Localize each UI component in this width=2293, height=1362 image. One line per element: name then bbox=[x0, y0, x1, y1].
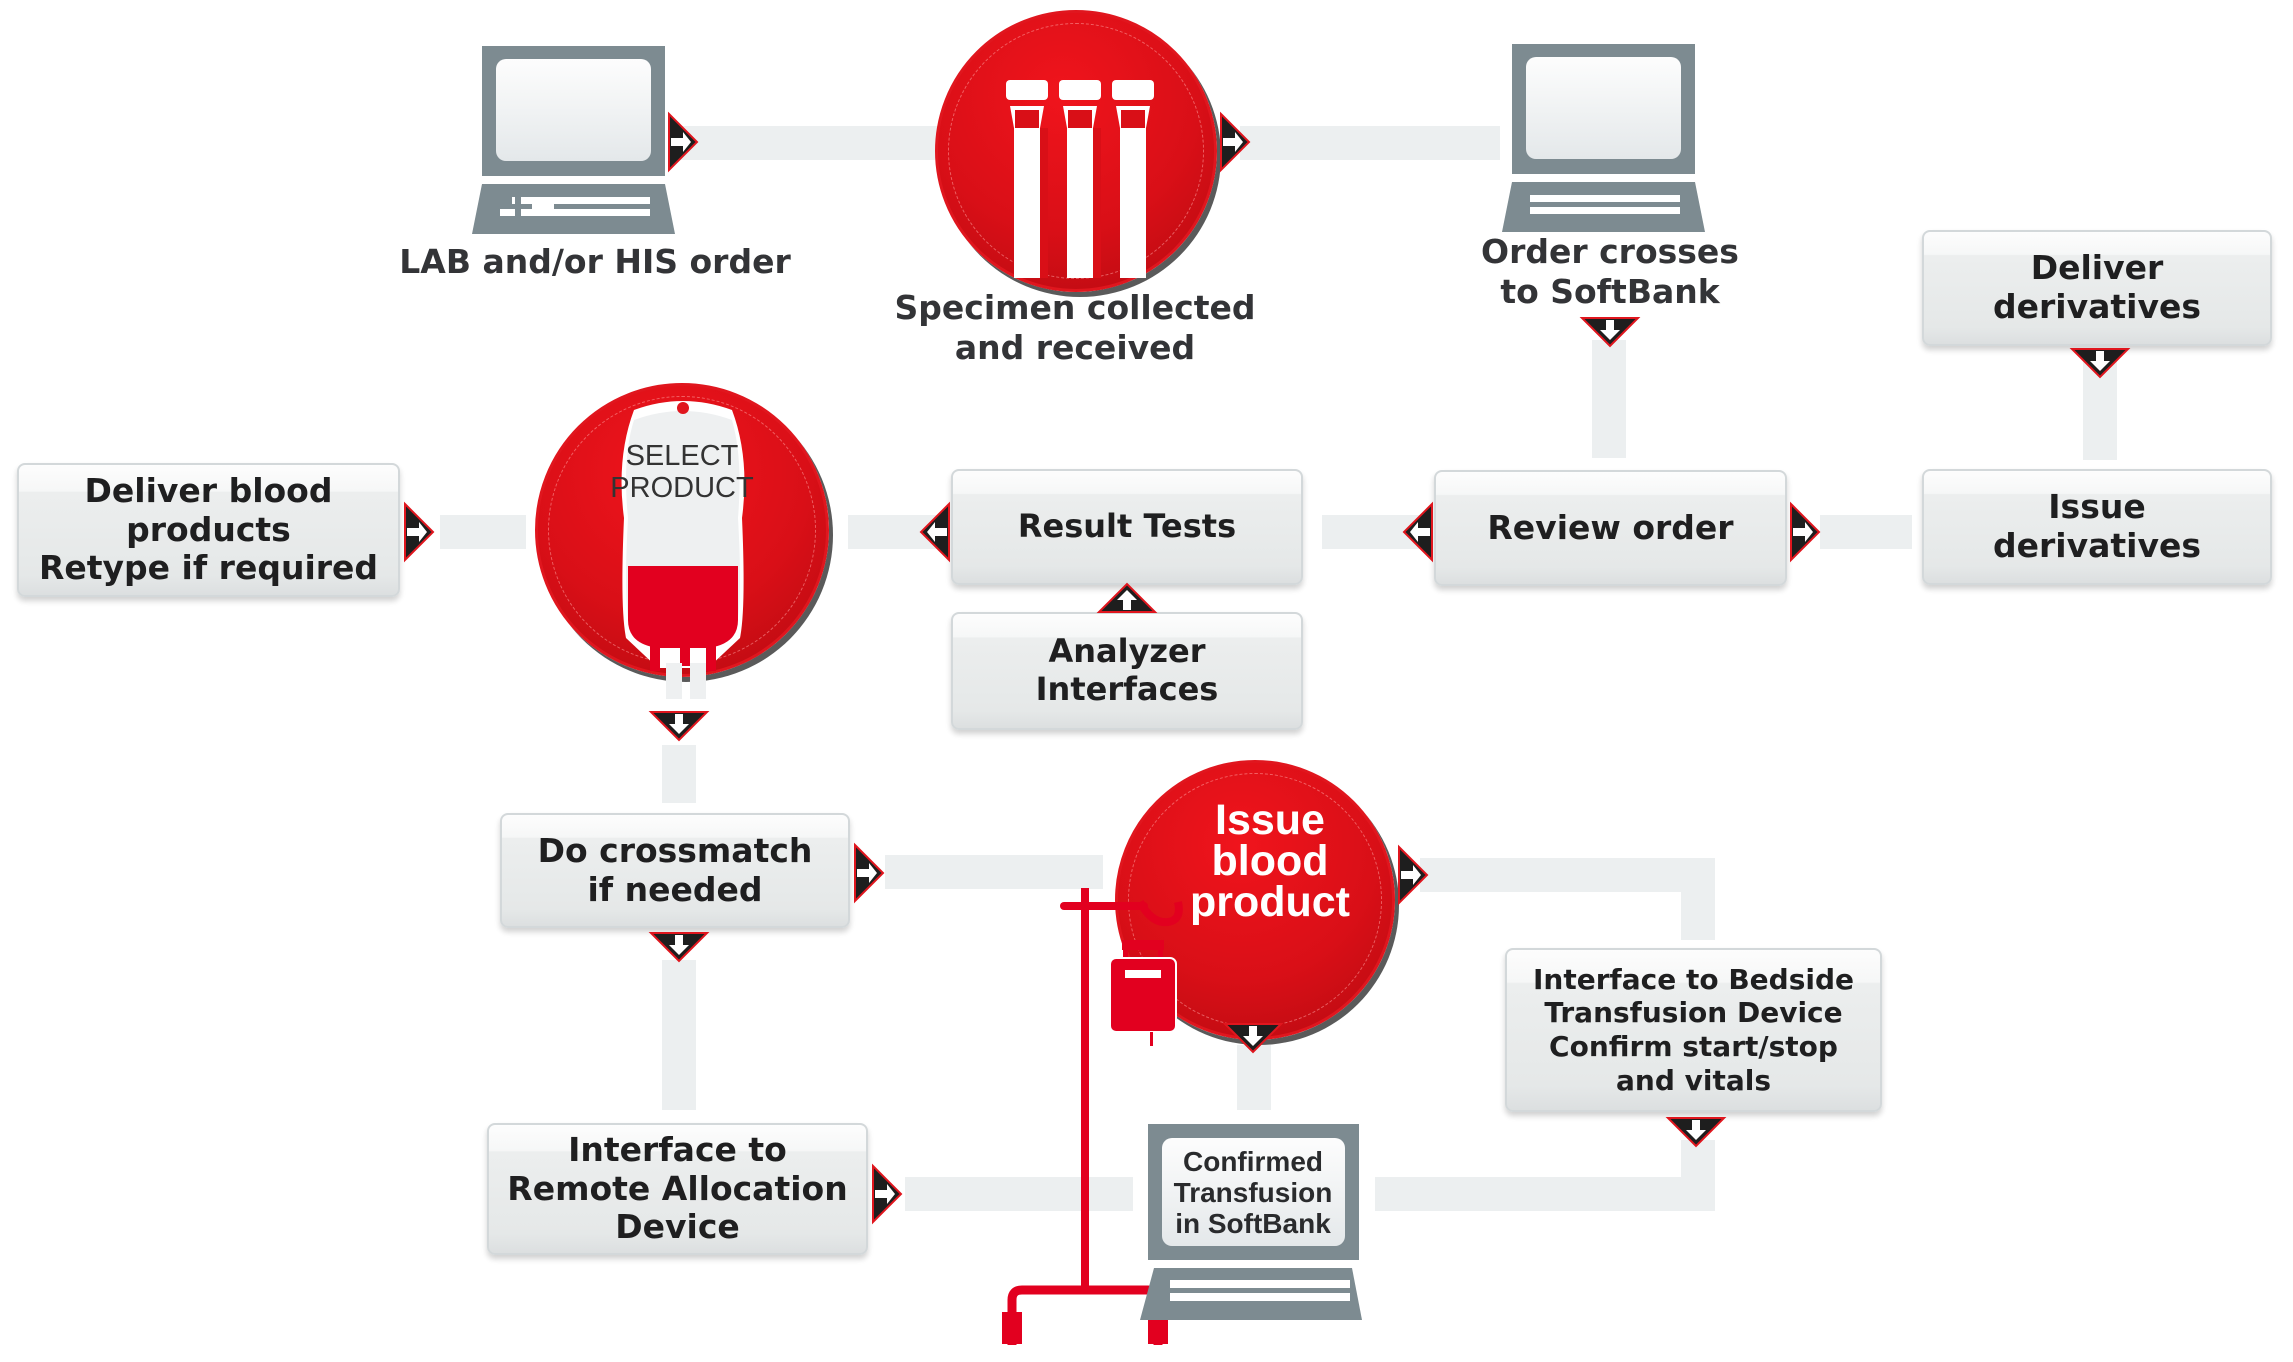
lab-order-label: LAB and/or HIS order bbox=[399, 242, 791, 281]
arrow-down-icon bbox=[1222, 1023, 1284, 1054]
connector-order-to-review bbox=[1592, 340, 1626, 458]
arrow-right-icon bbox=[854, 842, 885, 904]
softbank-computer-icon bbox=[1502, 44, 1705, 232]
arrow-left-icon bbox=[919, 501, 950, 563]
result-tests-box[interactable]: Result Tests bbox=[951, 469, 1303, 585]
connector-crossmatch-to-issue bbox=[885, 855, 1103, 889]
arrow-up-icon bbox=[1096, 582, 1158, 613]
arrow-right-icon bbox=[1398, 844, 1429, 906]
lab-computer-icon bbox=[472, 46, 675, 234]
crossmatch-box[interactable]: Do crossmatch if needed bbox=[500, 813, 850, 928]
connector-crossmatch-to-remote bbox=[662, 960, 696, 1110]
arrow-down-icon bbox=[1579, 317, 1641, 348]
review-order-box[interactable]: Review order bbox=[1434, 470, 1787, 586]
deliver-blood-box[interactable]: Deliver blood products Retype if require… bbox=[17, 463, 400, 597]
issue-blood-label: Issue blood product bbox=[1189, 796, 1351, 926]
confirmed-computer-icon bbox=[1140, 1124, 1362, 1320]
connector-bedside-to-confirmed-h bbox=[1375, 1177, 1715, 1211]
blood-bag-icon bbox=[621, 401, 745, 699]
bedside-box[interactable]: Interface to Bedside Transfusion Device … bbox=[1505, 948, 1882, 1112]
deliver-derivatives-box[interactable]: Deliver derivatives bbox=[1922, 230, 2272, 346]
analyzer-interfaces-box[interactable]: Analyzer Interfaces bbox=[951, 612, 1303, 730]
connector-deliver-blood-to-select bbox=[440, 515, 526, 549]
specimen-label: Specimen collected and received bbox=[894, 288, 1256, 367]
arrow-right-icon bbox=[668, 111, 699, 173]
arrow-left-icon bbox=[1402, 501, 1433, 563]
arrow-right-icon bbox=[1790, 501, 1821, 563]
connector-review-to-issue-derivatives bbox=[1820, 515, 1912, 549]
remote-allocation-box[interactable]: Interface to Remote Allocation Device bbox=[487, 1123, 868, 1255]
connector-lab-to-specimen bbox=[680, 126, 940, 160]
arrow-right-icon bbox=[404, 501, 435, 563]
arrow-right-icon bbox=[1220, 111, 1251, 173]
arrow-right-icon bbox=[872, 1163, 903, 1225]
arrow-down-icon bbox=[1665, 1117, 1727, 1148]
order-crosses-label: Order crosses to SoftBank bbox=[1481, 232, 1739, 311]
connector-remote-to-confirmed bbox=[905, 1177, 1133, 1211]
connector-specimen-to-order bbox=[1240, 126, 1500, 160]
connector-issue-to-bedside-v bbox=[1681, 858, 1715, 940]
arrow-down-icon bbox=[648, 932, 710, 963]
confirmed-label: Confirmed Transfusion in SoftBank bbox=[1173, 1146, 1333, 1239]
connector-issue-to-confirmed bbox=[1237, 1045, 1271, 1110]
select-product-label: SELECT PRODUCT bbox=[610, 440, 754, 505]
connector-issue-to-bedside-h bbox=[1420, 858, 1715, 892]
arrow-down-icon bbox=[648, 711, 710, 742]
issue-derivatives-box[interactable]: Issue derivatives bbox=[1922, 469, 2272, 585]
test-tubes-icon bbox=[1006, 80, 1154, 278]
arrow-down-icon bbox=[2069, 348, 2131, 379]
connector-select-to-crossmatch bbox=[662, 745, 696, 803]
